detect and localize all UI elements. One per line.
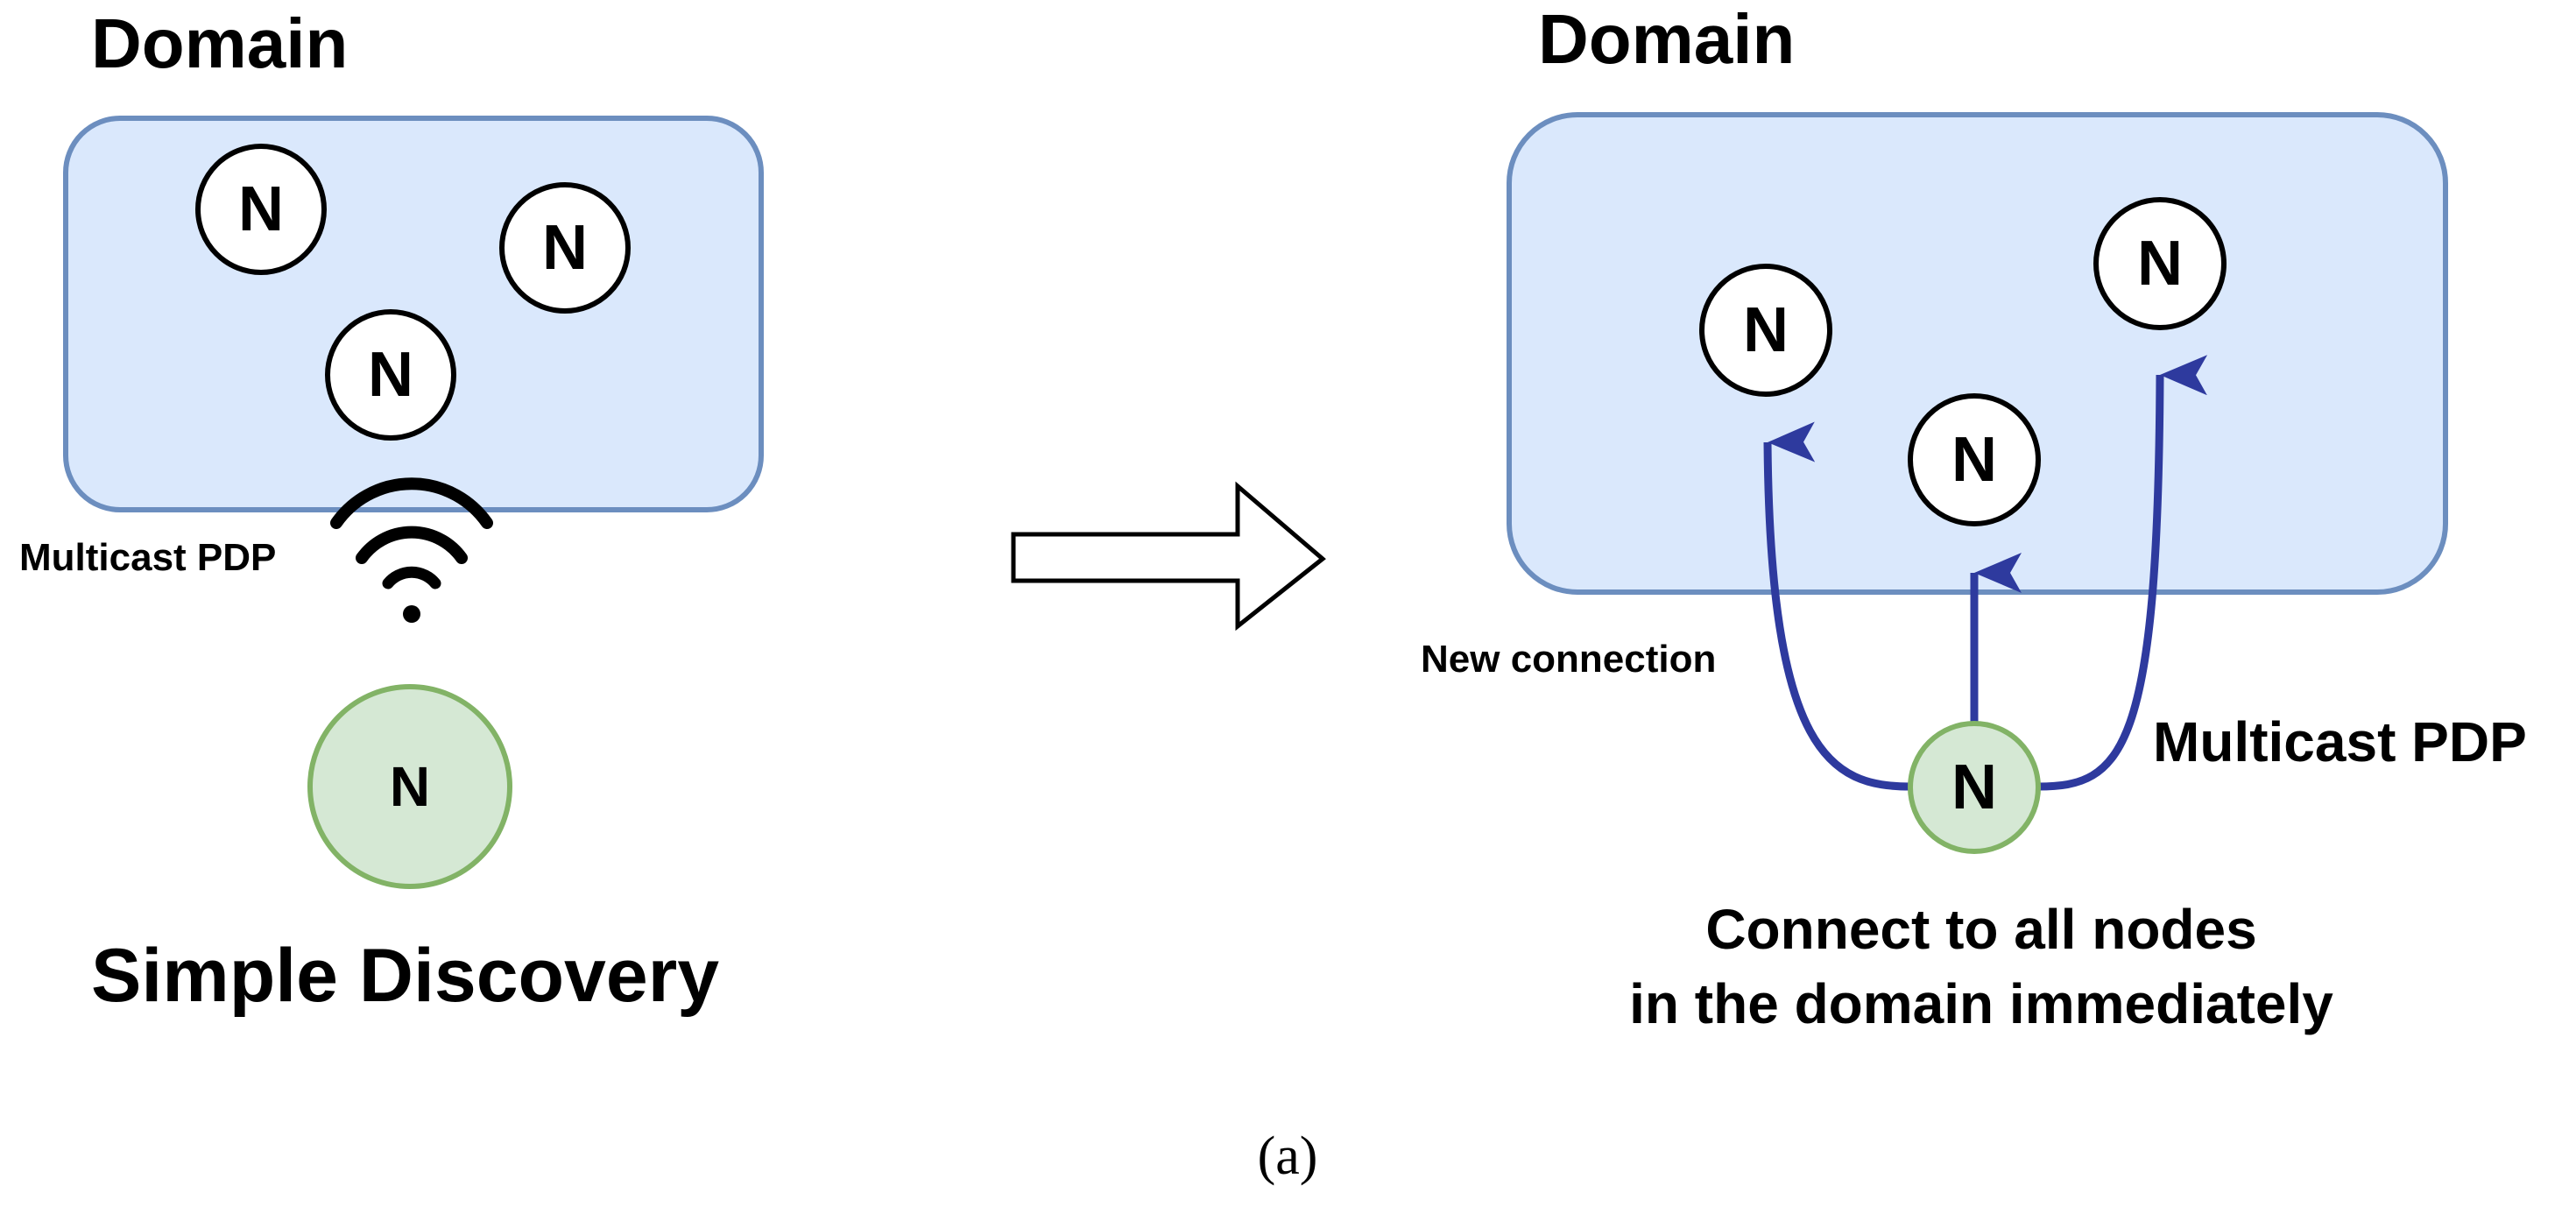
left-panel: Domain N N N Multicast PDP N Simple Disc… — [19, 4, 764, 1018]
connections — [1763, 355, 2208, 791]
new-node-label: N — [390, 755, 430, 818]
domain-node: N — [1699, 264, 1832, 397]
wifi-signal-icon — [330, 477, 493, 623]
connection-line-right — [2037, 355, 2208, 791]
right-multicast-label: Multicast PDP — [2153, 710, 2527, 773]
node-label: N — [2137, 229, 2183, 299]
node-label: N — [1951, 425, 1997, 495]
new-node: N — [307, 684, 512, 889]
domain-node: N — [499, 182, 631, 314]
connection-line-left — [1763, 421, 1911, 791]
new-node-label: N — [1951, 752, 1997, 822]
domain-node: N — [325, 309, 456, 441]
node-label: N — [1743, 295, 1789, 365]
node-label: N — [368, 340, 413, 410]
right-caption-line2: in the domain immediately — [1629, 972, 2333, 1035]
node-label: N — [238, 174, 284, 244]
new-node: N — [1908, 721, 2041, 854]
domain-node: N — [195, 144, 327, 275]
left-caption: Simple Discovery — [91, 934, 719, 1018]
domain-node: N — [2093, 197, 2227, 330]
figure-label: (a) — [1258, 1126, 1318, 1186]
node-label: N — [542, 213, 588, 283]
right-panel: Domain N N N N New connection Multicast … — [1421, 0, 2527, 1035]
domain-node: N — [1908, 393, 2041, 526]
hollow-right-arrow-icon — [1011, 481, 1326, 632]
new-connection-label: New connection — [1421, 638, 1716, 681]
right-caption-line1: Connect to all nodes — [1705, 898, 2256, 961]
right-domain-title: Domain — [1538, 0, 1795, 78]
left-multicast-label: Multicast PDP — [19, 536, 276, 579]
left-domain-title: Domain — [91, 4, 348, 82]
